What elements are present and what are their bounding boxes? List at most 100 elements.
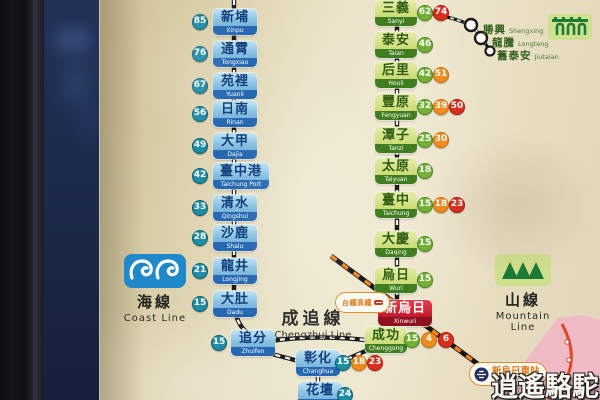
hsr-inset-line xyxy=(548,323,573,400)
plaque-label-en: Xinwuri Station xyxy=(492,376,527,381)
chengzhui-line-track xyxy=(269,335,375,344)
station-name-zh: 彰化 xyxy=(296,350,340,367)
station-name-en: Taichung Port xyxy=(213,180,269,189)
station-name-en: Longjing xyxy=(213,275,257,284)
minutes-badge-dadu: 15 xyxy=(192,296,208,312)
station-name-zh: 臺中港 xyxy=(213,163,269,180)
station-name-zh: 大甲 xyxy=(213,133,257,150)
station-name-zh: 花壇 xyxy=(298,382,342,399)
station-name-en: Rinan xyxy=(213,118,257,127)
station-name-en: Zhuifen xyxy=(231,347,275,356)
station-name-en: Houli xyxy=(375,79,417,88)
minutes-badge-tanzi: 30 xyxy=(433,132,449,148)
station-name-en: Qingshui xyxy=(213,212,257,221)
station-name-zh: 臺中 xyxy=(375,192,417,209)
station-name-zh: 豐原 xyxy=(375,94,417,111)
station-name-zh: 追分 xyxy=(231,330,275,347)
station-name-zh: 日南 xyxy=(213,101,257,118)
old-stop-name-zh: 龍騰 xyxy=(492,37,515,49)
minutes-badge-chenggong: 6 xyxy=(438,332,454,348)
minutes-badge-rinan: 56 xyxy=(192,106,208,122)
minutes-badge-dajia: 49 xyxy=(192,138,208,154)
photographer-watermark: 逍遙駱駝 xyxy=(491,372,599,400)
old-stop-name-zh: 勝興 xyxy=(483,24,506,36)
window-frame-rib xyxy=(33,0,44,400)
station-name-zh: 烏日 xyxy=(375,267,417,284)
chengzhui-label-zh: 成追線 xyxy=(281,309,345,329)
mountain-line-label-en: Mountain Line xyxy=(495,311,551,333)
chengzhui-label-en: Chengzhui Line xyxy=(274,330,352,341)
minutes-badge-xinpu: 85 xyxy=(192,14,208,30)
station-name-zh: 后里 xyxy=(375,62,417,79)
waves-icon xyxy=(124,254,186,288)
map-background xyxy=(100,0,600,400)
station-name-zh: 苑裡 xyxy=(213,73,257,90)
station-name-en: Xinpu xyxy=(213,26,257,35)
minutes-badge-taichung: 15 xyxy=(417,197,433,213)
tra-hsr-transfer-badge: 台鐵高鐵 xyxy=(335,292,390,313)
station-name-zh: 太原 xyxy=(375,158,417,175)
window-frame xyxy=(0,0,33,400)
station-name-en: Sanyi xyxy=(375,17,417,26)
mountain-line-label-zh: 山線 xyxy=(504,291,541,309)
station-name-zh: 成功 xyxy=(365,327,407,344)
plaque-label-zh: 新烏日車站 xyxy=(492,365,540,377)
minutes-badge-zhuifen: 15 xyxy=(211,335,227,351)
station-name-en: Wuri xyxy=(375,284,417,293)
transfer-badge-label: 台鐵高鐵 xyxy=(342,298,372,307)
station-name-en: Taichung xyxy=(375,209,417,218)
minutes-badge-fengyuan: 50 xyxy=(449,99,465,115)
station-name-zh: 大肚 xyxy=(213,291,257,308)
station-name-en: Taian xyxy=(375,49,417,58)
minutes-badge-tongxiao: 76 xyxy=(192,46,208,62)
minutes-badge-wuri: 15 xyxy=(417,272,433,288)
minutes-badge-taichung-port: 42 xyxy=(192,168,208,184)
station-name-en: Tanzi xyxy=(375,144,417,153)
minutes-badge-chenggong: 4 xyxy=(421,332,437,348)
minutes-badge-longjing: 21 xyxy=(192,263,208,279)
minutes-badge-qingshui: 33 xyxy=(192,200,208,216)
station-name-en: Xinwuri xyxy=(378,317,432,326)
minutes-badge-taichung: 18 xyxy=(433,197,449,213)
minutes-badge-changhua: 18 xyxy=(351,355,367,371)
old-line-stop-markers xyxy=(463,17,496,57)
tra-logo-icon xyxy=(474,367,489,381)
minutes-badge-fengyuan: 32 xyxy=(417,99,433,115)
train-icon xyxy=(374,300,383,305)
station-name-zh: 三義 xyxy=(375,0,417,17)
station-name-zh: 泰安 xyxy=(375,32,417,49)
minutes-badge-taichung: 23 xyxy=(449,197,465,213)
xinwuri-station-plaque: 新烏日車站 Xinwuri Station xyxy=(469,362,547,386)
coast-line-legend: 海線 Coast Line xyxy=(113,254,197,324)
minutes-badge-yuanli: 67 xyxy=(192,78,208,94)
minutes-badge-sanyi: 62 xyxy=(417,5,433,21)
station-name-en: Yuanli xyxy=(213,90,257,99)
old-stop-name-en: Jiutaian xyxy=(534,53,559,61)
station-name-zh: 清水 xyxy=(213,195,257,212)
station-name-en: Fengyuan xyxy=(375,111,417,120)
minutes-badge-sanyi: 74 xyxy=(433,5,449,21)
mountain-line-legend: 山線 Mountain Line xyxy=(487,254,559,333)
old-stop-name-en: Longteng xyxy=(518,40,549,48)
viaduct-icon xyxy=(548,14,592,40)
minutes-badge-taiyuan: 18 xyxy=(417,163,433,179)
coast-line-label-zh: 海線 xyxy=(136,293,173,311)
old-stop-name-en: Shengxing xyxy=(509,27,544,35)
